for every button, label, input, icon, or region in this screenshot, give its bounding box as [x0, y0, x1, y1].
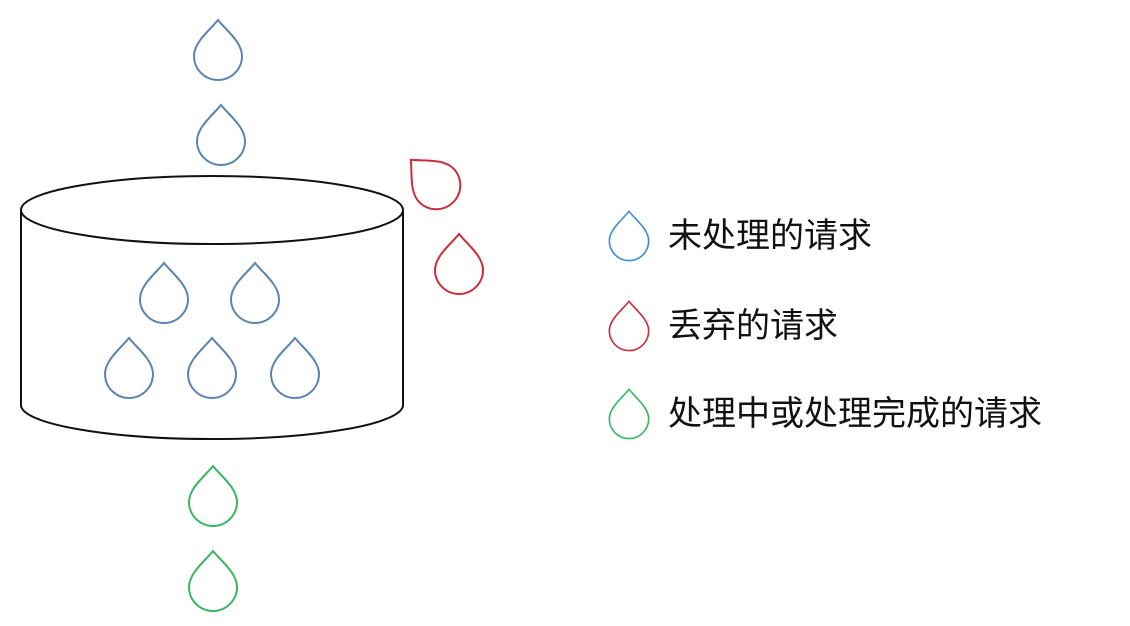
bucket-rim: [20, 175, 404, 245]
water-drop-icon: [188, 465, 238, 527]
water-drop-icon: [608, 300, 650, 352]
processed-drops: [188, 465, 238, 612]
legend-item-processed: 处理中或处理完成的请求: [608, 388, 1042, 440]
water-drop-icon: [270, 337, 320, 399]
water-drop-icon: [139, 262, 189, 324]
dropped-drops: [392, 141, 484, 295]
water-drop-icon: [196, 104, 246, 166]
water-drop-icon: [392, 141, 472, 221]
water-drop-icon: [188, 550, 238, 612]
bucket-body: [20, 210, 404, 440]
water-drop-icon: [104, 337, 154, 399]
bucket: [20, 175, 404, 440]
legend-item-dropped: 丢弃的请求: [608, 300, 838, 352]
legend-label-pending: 未处理的请求: [668, 216, 872, 256]
water-drop-icon: [193, 19, 243, 81]
water-drop-icon: [608, 210, 650, 262]
incoming-drops: [193, 19, 246, 166]
legend: 未处理的请求 丢弃的请求 处理中或处理完成的请求: [608, 210, 1042, 440]
legend-label-processed: 处理中或处理完成的请求: [668, 394, 1042, 434]
water-drop-icon: [230, 262, 280, 324]
water-drop-icon: [187, 337, 237, 399]
water-drop-icon: [608, 388, 650, 440]
legend-label-dropped: 丢弃的请求: [668, 306, 838, 346]
legend-item-pending: 未处理的请求: [608, 210, 872, 262]
water-drop-icon: [434, 233, 484, 295]
queued-drops: [104, 262, 320, 399]
